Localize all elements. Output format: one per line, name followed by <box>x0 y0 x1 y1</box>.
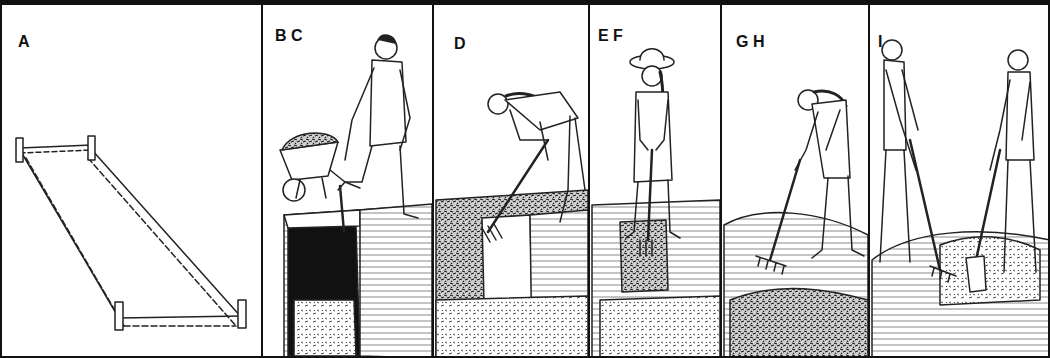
digging-scene <box>280 35 432 358</box>
step-letter: A <box>18 33 30 51</box>
illustration-panel: E F <box>588 0 722 358</box>
illustration-panel: A <box>0 0 263 358</box>
forking-scene <box>436 92 588 358</box>
step-letter: G H <box>736 33 764 51</box>
step-letter: B C <box>275 27 303 45</box>
raking-scene <box>724 90 868 358</box>
fork-scene <box>592 49 720 358</box>
shaping-scene <box>872 40 1050 358</box>
illustration-panel: I <box>868 0 1050 358</box>
illustration-panel: D <box>432 0 590 358</box>
step-letter: I <box>878 33 882 51</box>
illustration-panel: G H <box>720 0 870 358</box>
step-letter: D <box>454 35 466 53</box>
string-layout <box>16 136 246 330</box>
step-letter: E F <box>598 27 623 45</box>
illustration-panel: B C <box>261 0 434 358</box>
